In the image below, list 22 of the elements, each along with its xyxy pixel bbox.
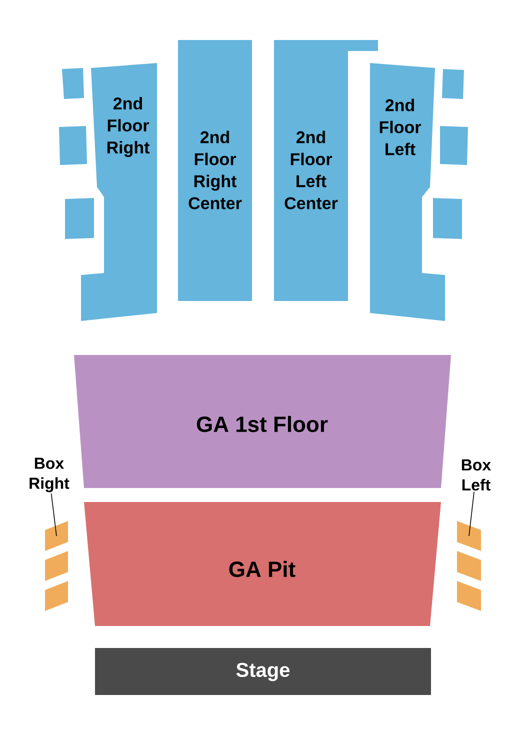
box-seat (45, 551, 68, 581)
seating-block (442, 69, 464, 99)
seating-block (440, 126, 468, 165)
seating-block (65, 198, 94, 239)
box-seat (457, 521, 481, 551)
seating-section: 2nd Floor Right Center (178, 40, 252, 301)
section-label: Box Left (462, 459, 491, 491)
seating-section: GA Pit (84, 502, 441, 626)
box-seat (457, 581, 481, 611)
seating-section: 2nd Floor Left Center (274, 40, 378, 301)
seating-block (433, 198, 462, 239)
seating-section: GA 1st Floor (74, 355, 451, 488)
seating-block (62, 68, 84, 99)
node-label: 2nd Floor Left Center (284, 130, 338, 210)
leader-line (468, 491, 474, 536)
box-seat (45, 521, 68, 551)
box-seat (45, 581, 68, 611)
stage: Stage (95, 648, 431, 695)
section-label: Box Right (30, 458, 70, 492)
box-seat (457, 551, 481, 581)
leader-line (50, 493, 57, 536)
seating-block (59, 126, 87, 165)
